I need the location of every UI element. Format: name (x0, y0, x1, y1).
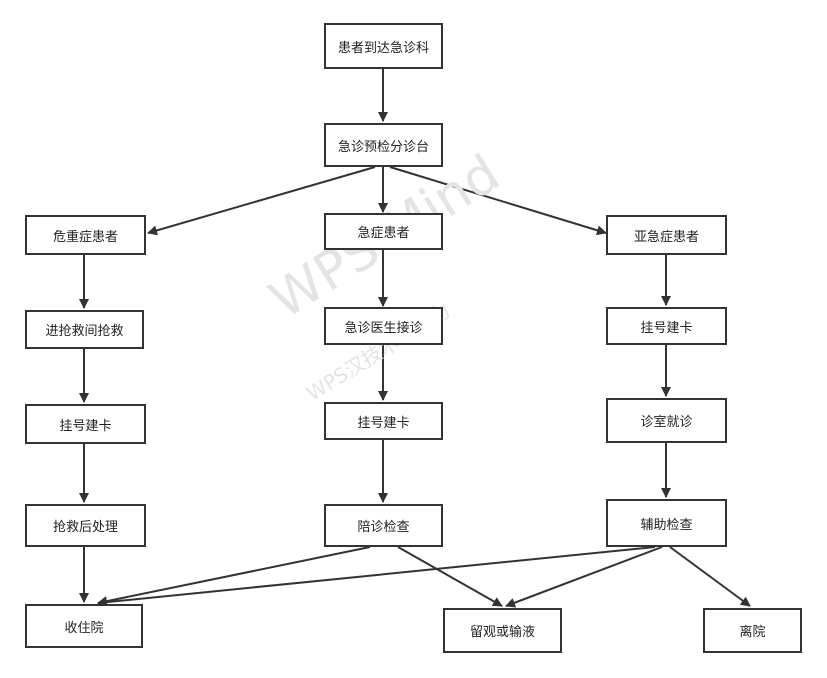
arrow-aux-admit (97, 546, 656, 608)
node-critical-patient: 危重症患者 (25, 215, 146, 255)
arrow-aux-discharge (669, 546, 751, 607)
arrow-triage-critical (147, 166, 376, 236)
node-doctor-receives: 急诊医生接诊 (324, 307, 443, 345)
node-post-rescue: 抢救后处理 (25, 504, 146, 547)
node-triage-desk: 急诊预检分诊台 (324, 123, 443, 167)
node-auxiliary-exam: 辅助检查 (606, 499, 727, 547)
node-escort-exam: 陪诊检查 (324, 504, 443, 547)
node-emergency-patient: 急症患者 (324, 213, 443, 250)
node-register-critical: 挂号建卡 (25, 404, 146, 444)
arrow-triage-subacute (389, 166, 607, 236)
node-register-subacute: 挂号建卡 (606, 307, 727, 345)
arrow-escort-observe (397, 546, 503, 607)
arrow-escort-admit (97, 546, 371, 607)
node-register-emergency: 挂号建卡 (324, 402, 443, 440)
node-patient-arrives: 患者到达急诊科 (324, 23, 443, 69)
node-observe-infusion: 留观或输液 (443, 608, 562, 653)
node-discharge: 离院 (703, 608, 802, 653)
node-rescue-room: 进抢救间抢救 (25, 310, 144, 349)
node-clinic-visit: 诊室就诊 (606, 398, 727, 443)
node-admit-hospital: 收住院 (25, 604, 143, 648)
node-subacute-patient: 亚急症患者 (606, 215, 727, 255)
arrow-aux-observe (505, 546, 663, 608)
